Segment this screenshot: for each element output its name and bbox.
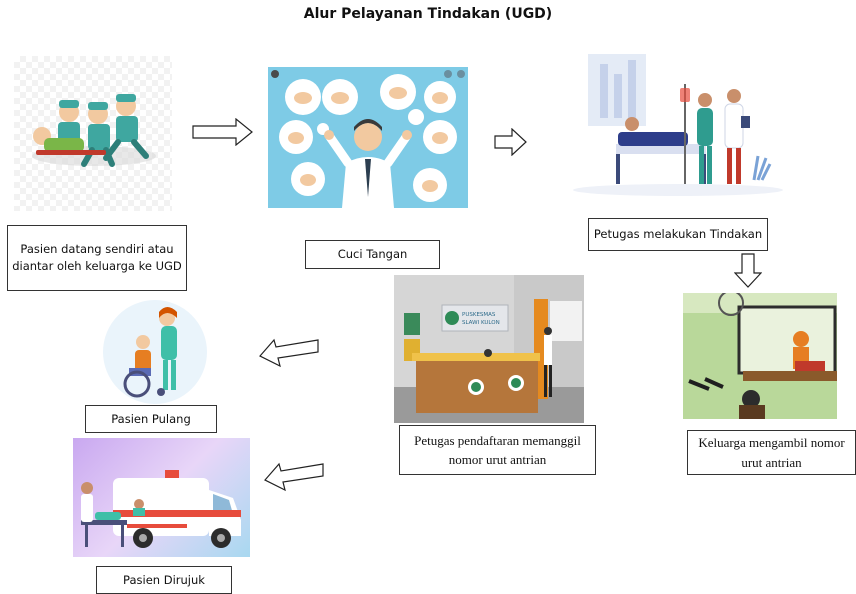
step-box-treatment: Petugas melakukan Tindakan (588, 218, 768, 251)
family-queue-illustration (683, 293, 837, 419)
step-box-handwash: Cuci Tangan (305, 240, 440, 269)
step-label-referral: Pasien Dirujuk (123, 572, 205, 587)
step-label-discharge: Pasien Pulang (111, 411, 191, 426)
registration-counter-illustration: PUSKESMAS SLAWI KULON (394, 275, 584, 423)
step-box-arrival: Pasien datang sendiri atau diantar oleh … (7, 225, 187, 291)
step-box-discharge: Pasien Pulang (85, 405, 217, 433)
arrow-left-1 (259, 338, 319, 368)
arrow-right-1 (192, 118, 253, 146)
step-label-arrival: Pasien datang sendiri atau diantar oleh … (12, 242, 182, 273)
arrow-down (734, 253, 762, 288)
clinic-sign-line-2: SLAWI KULON (462, 320, 500, 326)
ambulance-label: AMBULANCE (145, 517, 187, 524)
arrow-right-2 (494, 128, 527, 156)
clinic-sign-line-1: PUSKESMAS (462, 312, 496, 318)
arrow-left-2 (264, 462, 324, 492)
treatment-illustration (558, 40, 788, 200)
discharge-illustration (97, 298, 213, 404)
step-label-registration: Petugas pendaftaran memanggil nomor urut… (414, 432, 581, 468)
patient-arrival-illustration (14, 56, 172, 211)
diagram-title: Alur Pelayanan Tindakan (UGD) (303, 6, 553, 22)
ambulance-illustration: AMBULANCE (73, 438, 250, 557)
step-box-family-number: Keluarga mengambil nomor urut antrian (687, 430, 856, 475)
handwash-illustration (268, 67, 468, 208)
step-box-referral: Pasien Dirujuk (96, 566, 232, 594)
step-box-registration: Petugas pendaftaran memanggil nomor urut… (399, 425, 596, 475)
step-label-family-number: Keluarga mengambil nomor urut antrian (698, 435, 845, 470)
step-label-handwash: Cuci Tangan (337, 247, 408, 262)
step-label-treatment: Petugas melakukan Tindakan (593, 227, 763, 242)
